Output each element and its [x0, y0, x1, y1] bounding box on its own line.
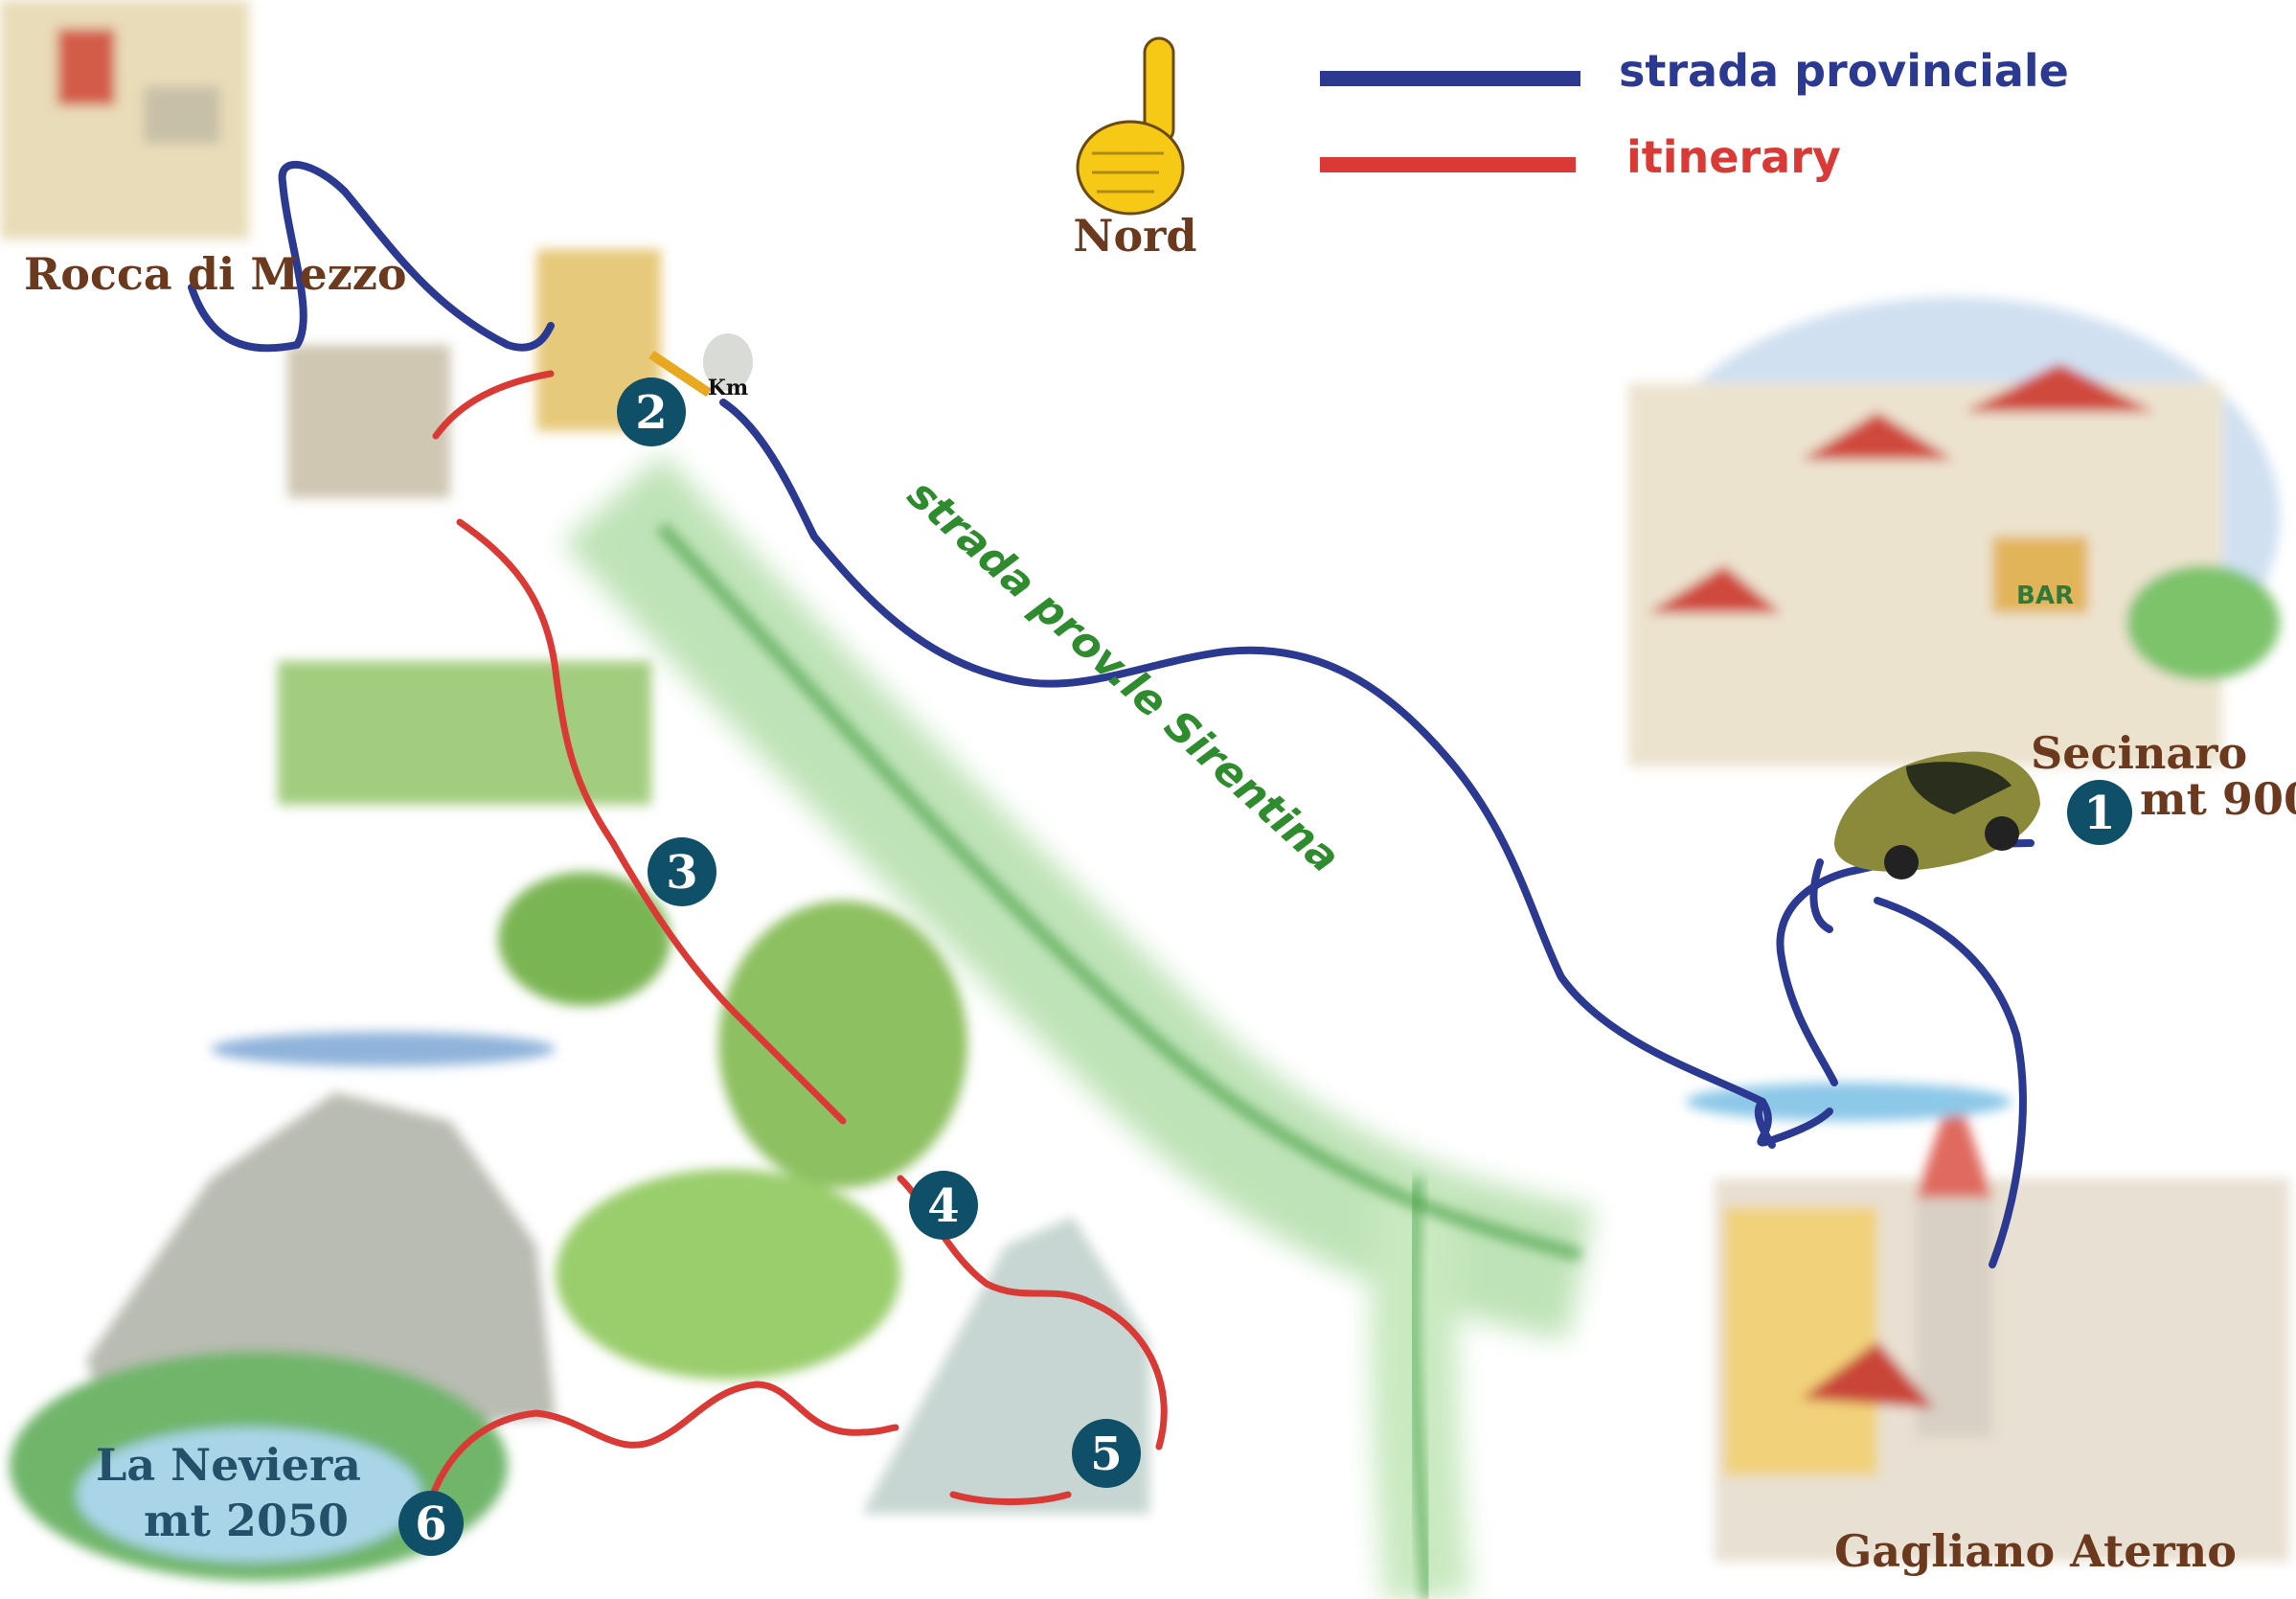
- km-sign: Km: [703, 333, 753, 400]
- marker-2[interactable]: 2: [617, 377, 686, 446]
- forest-illustrations: [278, 249, 1149, 1514]
- bar-label: BAR: [2016, 582, 2074, 610]
- marker-6-label: 6: [415, 1497, 446, 1551]
- marker-3[interactable]: 3: [648, 837, 716, 906]
- car-icon: [1834, 751, 2040, 879]
- km-sign-label: Km: [708, 376, 748, 400]
- marker-4-label: 4: [927, 1179, 959, 1233]
- marker-1[interactable]: 1: [2067, 780, 2132, 845]
- marker-3-label: 3: [666, 846, 697, 900]
- legend-itinerary-label: itinerary: [1626, 131, 1841, 183]
- marker-1-label: 1: [2083, 787, 2115, 840]
- compass-label: Nord: [1073, 210, 1196, 262]
- marker-5-label: 5: [1090, 1428, 1122, 1481]
- mountain-illustration: [10, 1032, 556, 1581]
- marker-2-label: 2: [635, 386, 667, 440]
- marker-6[interactable]: 6: [398, 1491, 464, 1556]
- rocca-village-illustration: [0, 0, 249, 240]
- valley-stream-branch: [1407, 1177, 1433, 1599]
- marker-5[interactable]: 5: [1072, 1419, 1141, 1488]
- place-secinaro: Secinaro: [2031, 727, 2247, 779]
- place-gagliano-aterno: Gagliano Aterno: [1834, 1525, 2237, 1577]
- gagliano-village-illustration: [1686, 1083, 2289, 1562]
- place-rocca-di-mezzo: Rocca di Mezzo: [24, 248, 407, 300]
- place-secinaro-altitude: mt 900: [2140, 773, 2296, 825]
- place-la-neviera-altitude: mt 2050: [144, 1495, 349, 1546]
- legend-provincial-label: strada provinciale: [1619, 45, 2069, 97]
- valley-stream: [655, 522, 1582, 1262]
- marker-4[interactable]: 4: [909, 1171, 978, 1240]
- legend: strada provinciale itinerary: [1320, 45, 2069, 183]
- secinaro-village-illustration: [1628, 297, 2280, 766]
- km-connector: [648, 350, 712, 398]
- place-la-neviera: La Neviera: [96, 1439, 361, 1491]
- pointing-hand-icon: [1076, 36, 1185, 216]
